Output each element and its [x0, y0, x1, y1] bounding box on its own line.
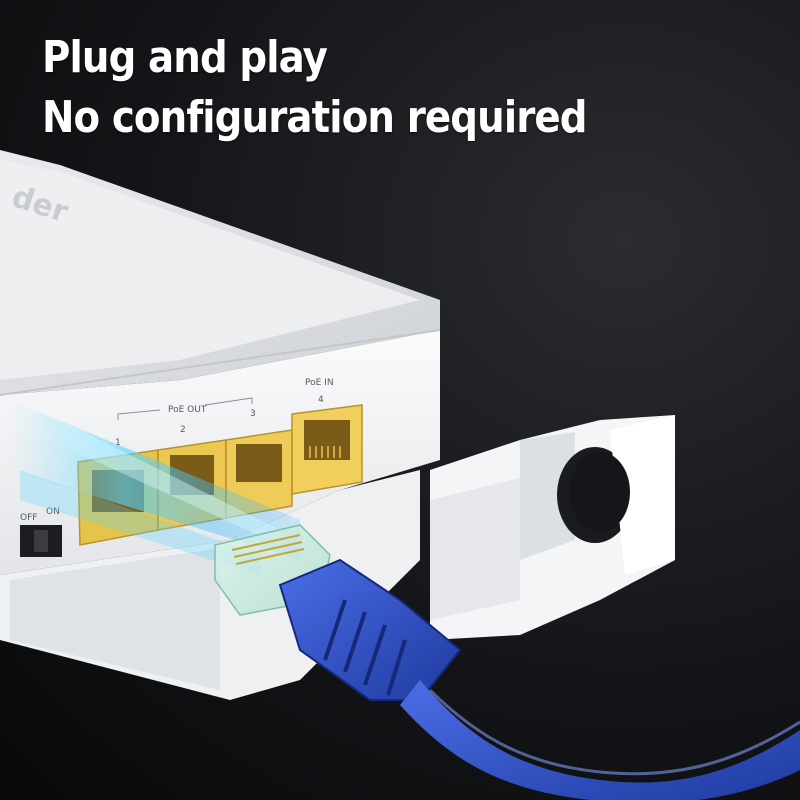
ethernet-cable: [400, 680, 800, 800]
port-number-3: 3: [250, 409, 256, 419]
power-switch-icon: OFF ON: [20, 507, 62, 557]
ethernet-port-icon: [291, 404, 363, 495]
poe-in-label: PoE IN: [305, 378, 334, 388]
headline-line-1: Plug and play: [42, 32, 328, 83]
ethernet-port-icon: [225, 429, 293, 519]
headline-line-2: No configuration required: [42, 92, 588, 143]
poe-out-label: PoE OUT: [168, 405, 207, 415]
port-number-2: 2: [180, 425, 186, 435]
switch-on-label: ON: [46, 507, 60, 517]
data-light-beam: [10, 400, 300, 575]
port-labels: PoE OUT PoE IN 1 2 3 4: [115, 378, 334, 448]
port-number-1: 1: [115, 438, 121, 448]
cable-boot: [278, 558, 462, 701]
switch-off-label: OFF: [20, 513, 37, 523]
headline: Plug and play No configuration required: [42, 28, 588, 148]
port-number-4: 4: [318, 395, 324, 405]
